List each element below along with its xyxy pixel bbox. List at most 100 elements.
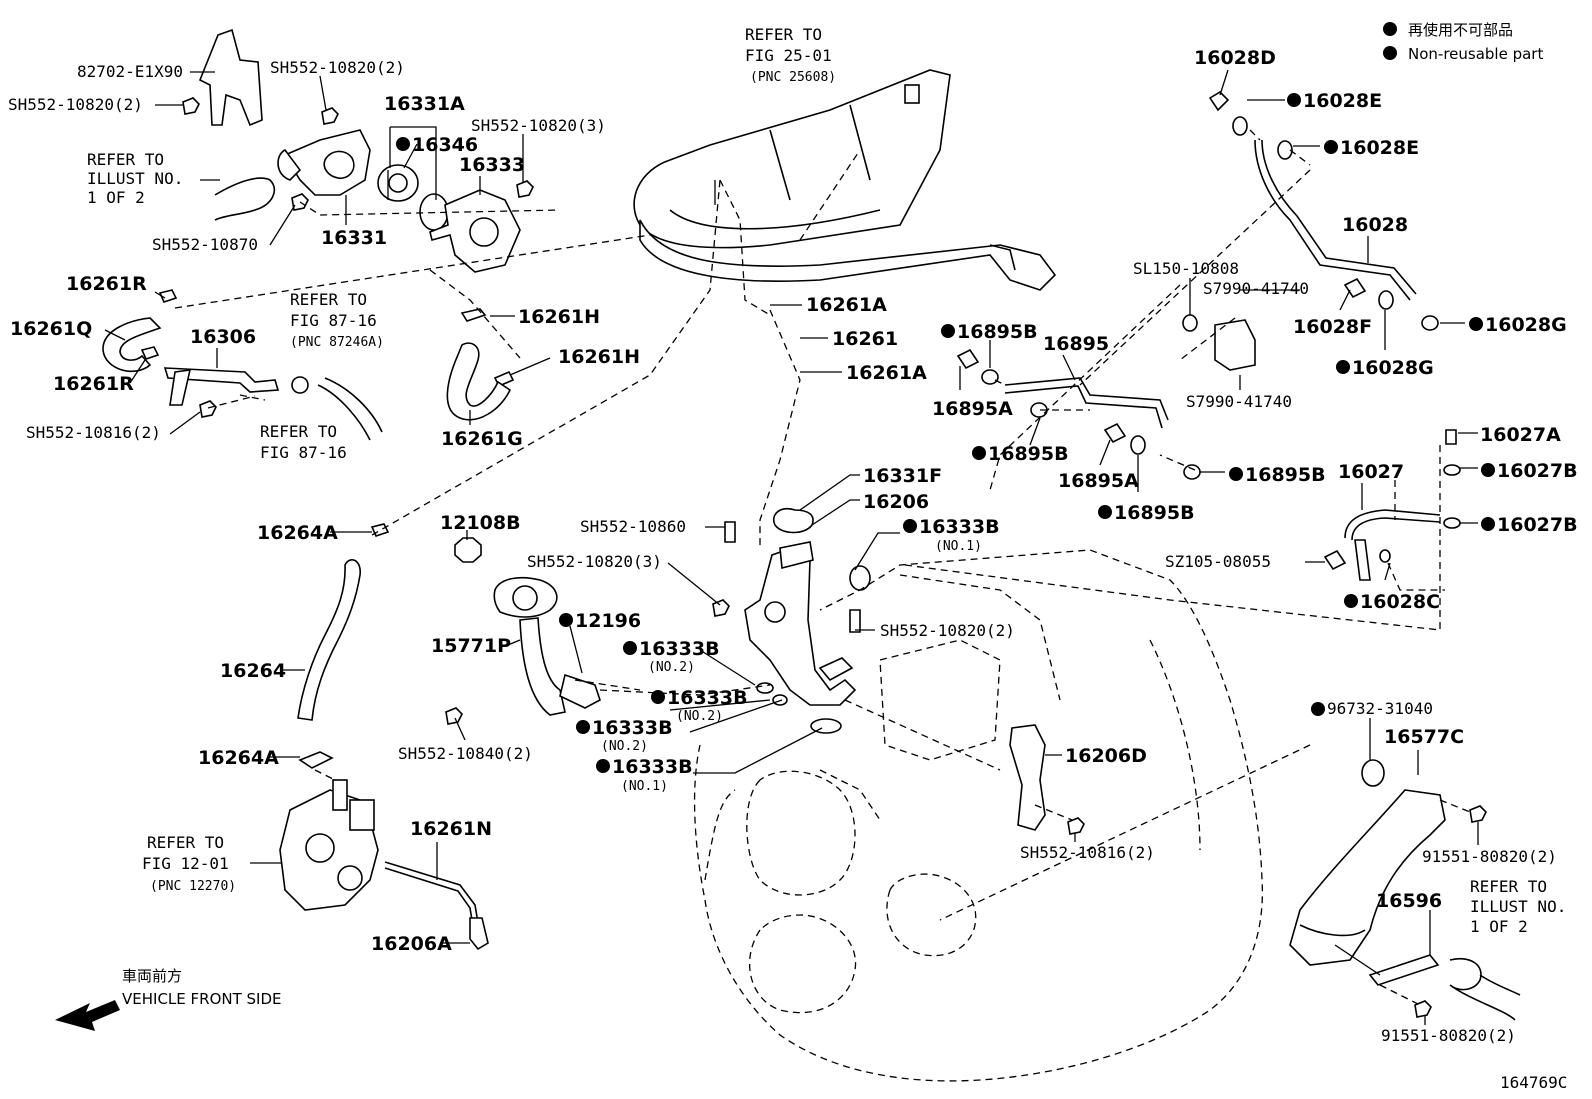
legend: 再使用不可部品 Non-reusable part xyxy=(1383,21,1543,63)
non-reusable-marker-icon xyxy=(651,690,665,704)
ref-line: FIG 87-16 xyxy=(290,311,377,330)
part-label: SH552-10870 xyxy=(152,235,258,254)
pipe-16895-group xyxy=(956,314,1256,480)
part-label: 16028C xyxy=(1360,591,1440,613)
breather-group xyxy=(445,537,601,725)
part-label: 16206D xyxy=(1065,745,1147,767)
non-reusable-marker-icon xyxy=(1481,517,1495,531)
part-label: (NO.1) xyxy=(621,779,668,794)
part-label: SH552-10820(3) xyxy=(527,552,662,571)
part-label: 16028F xyxy=(1293,316,1372,338)
non-reusable-marker-icon xyxy=(1336,360,1350,374)
part-label: SH552-10816(2) xyxy=(1020,843,1155,862)
ref-line: REFER TO xyxy=(260,422,337,441)
part-label: 12196 xyxy=(575,610,641,632)
part-label: 16261A xyxy=(806,294,887,316)
part-label: 16331 xyxy=(321,227,387,249)
part-label: SH552-10860 xyxy=(580,517,686,536)
non-reusable-marker-icon xyxy=(1229,467,1243,481)
part-label: S7990-41740 xyxy=(1186,392,1292,411)
ref-line: REFER TO xyxy=(147,833,224,852)
legend-marker-icon xyxy=(1383,46,1397,60)
non-reusable-marker-icon xyxy=(1287,93,1301,107)
non-reusable-marker-icon xyxy=(596,759,610,773)
bracket-16206d xyxy=(1009,724,1085,835)
part-label: 16264A xyxy=(198,747,279,769)
lower-right-group xyxy=(1289,759,1521,1021)
part-label: 16027B xyxy=(1497,460,1578,482)
non-reusable-marker-icon xyxy=(559,613,573,627)
part-label: 16261G xyxy=(441,428,523,450)
part-label: 16333B xyxy=(592,717,673,739)
ref-line: ILLUST NO. xyxy=(87,169,183,188)
connection-lines xyxy=(174,129,1471,1006)
ref-fig-25-01: REFER TO FIG 25-01 (PNC 25608) xyxy=(745,25,836,85)
part-label: SL150-10808 xyxy=(1133,259,1239,278)
pipe-16027-group xyxy=(1323,429,1461,581)
ref-line: REFER TO xyxy=(87,150,164,169)
part-label: 16261R xyxy=(66,273,147,295)
pipe-16028-group xyxy=(1208,90,1439,331)
part-label: 16028D xyxy=(1194,47,1276,69)
ref-line: FIG 87-16 xyxy=(260,443,347,462)
ref-line: ILLUST NO. xyxy=(1470,897,1566,916)
non-reusable-marker-icon xyxy=(972,446,986,460)
ref-line: REFER TO xyxy=(290,290,367,309)
water-housing-group xyxy=(712,507,871,734)
part-label: 16261Q xyxy=(10,318,92,340)
ref-line: 1 OF 2 xyxy=(87,188,145,207)
non-reusable-marker-icon xyxy=(396,137,410,151)
part-labels: 82702-E1X90 SH552-10820(2) SH552-10820(2… xyxy=(8,47,1578,1045)
figure-code: 164769C xyxy=(1500,1073,1567,1092)
part-label: 16895B xyxy=(957,321,1038,343)
part-label: SH552-10820(3) xyxy=(471,116,606,135)
part-label: 16261H xyxy=(558,346,640,368)
ref-line: 1 OF 2 xyxy=(1470,917,1528,936)
part-label: 16331A xyxy=(384,93,465,115)
non-reusable-marker-icon xyxy=(576,720,590,734)
part-label: 16028 xyxy=(1342,214,1408,236)
part-label: 16027 xyxy=(1338,461,1404,483)
thermostat-group xyxy=(102,28,534,441)
ref-fig-12-01: REFER TO FIG 12-01 (PNC 12270) xyxy=(142,833,236,894)
part-label: (NO.2) xyxy=(676,709,723,724)
non-reusable-marker-icon xyxy=(903,519,917,533)
part-label: 15771P xyxy=(431,635,511,657)
part-label: SH552-10820(2) xyxy=(880,621,1015,640)
legend-jp: 再使用不可部品 xyxy=(1408,21,1513,39)
part-label: 16206A xyxy=(371,933,452,955)
part-label: 16895B xyxy=(988,443,1069,465)
part-label: 16895A xyxy=(1058,470,1139,492)
part-label: 16028G xyxy=(1485,314,1567,336)
part-label: (NO.2) xyxy=(601,739,648,754)
leader-lines xyxy=(104,69,1479,1025)
part-label: 16261H xyxy=(518,306,600,328)
lower-left-group xyxy=(279,523,489,951)
part-label: S7990-41740 xyxy=(1203,279,1309,298)
non-reusable-marker-icon xyxy=(623,641,637,655)
ref-line: FIG 25-01 xyxy=(745,46,832,65)
part-label: 16261R xyxy=(53,373,134,395)
ref-fig-87-16: REFER TO FIG 87-16 xyxy=(260,422,347,462)
part-label: SH552-10820(2) xyxy=(8,95,143,114)
non-reusable-marker-icon xyxy=(1344,594,1358,608)
egr-cooler xyxy=(633,69,1057,291)
part-label: 16331F xyxy=(863,465,942,487)
legend-en: Non-reusable part xyxy=(1408,45,1543,63)
part-label: 16028E xyxy=(1340,137,1419,159)
part-label: 16027B xyxy=(1497,514,1578,536)
part-label: 16333B xyxy=(919,516,1000,538)
part-label: 16264A xyxy=(257,522,338,544)
part-label: SH552-10816(2) xyxy=(26,423,161,442)
part-label: SZ105-08055 xyxy=(1165,552,1271,571)
part-label: 91551-80820(2) xyxy=(1422,847,1557,866)
engine-block xyxy=(693,549,1264,1082)
ref-illust-left: REFER TO ILLUST NO. 1 OF 2 xyxy=(87,150,183,207)
vehicle-front-arrow-icon xyxy=(55,1000,120,1031)
part-label: SH552-10820(2) xyxy=(270,58,405,77)
part-label: 16596 xyxy=(1376,890,1442,912)
part-label: 16261A xyxy=(846,362,927,384)
part-label: 16027A xyxy=(1480,424,1561,446)
part-label: 12108B xyxy=(440,512,521,534)
part-label: 16261 xyxy=(832,328,898,350)
